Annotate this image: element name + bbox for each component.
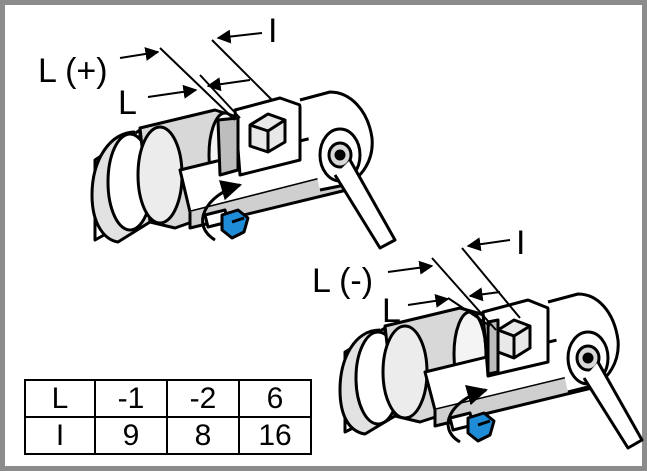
label-l-bottom: L <box>382 292 401 330</box>
label-l-minus: L (-) <box>312 262 373 300</box>
adjustment-table: L -1 -2 6 I 9 8 16 <box>24 379 312 455</box>
table-cell: 9 <box>94 416 168 455</box>
table-cell: 6 <box>238 379 312 418</box>
top-dimensions <box>119 29 273 121</box>
top-clamp-bolt <box>203 208 250 240</box>
table-row: I 9 8 16 <box>24 416 312 455</box>
bottom-rod <box>582 361 644 450</box>
table-row: L -1 -2 6 <box>24 379 312 418</box>
top-rotation-arrow <box>201 180 243 242</box>
bottom-assembly <box>338 292 644 450</box>
label-i-top: I <box>268 12 277 50</box>
top-rod <box>333 159 397 250</box>
bottom-dimensions <box>387 237 521 331</box>
table-cell: -2 <box>166 379 240 418</box>
table-cell: -1 <box>94 379 168 418</box>
top-assembly <box>90 90 397 250</box>
table-cell: 16 <box>238 416 312 455</box>
table-cell: L <box>24 379 96 418</box>
label-l-plus: L (+) <box>38 52 108 90</box>
table-cell: 8 <box>166 416 240 455</box>
table-cell: I <box>24 416 96 455</box>
label-i-bottom: I <box>516 224 525 262</box>
bottom-clamp-bolt <box>448 411 496 443</box>
bottom-rotation-arrow <box>446 384 489 444</box>
label-l-top: L <box>118 84 137 122</box>
